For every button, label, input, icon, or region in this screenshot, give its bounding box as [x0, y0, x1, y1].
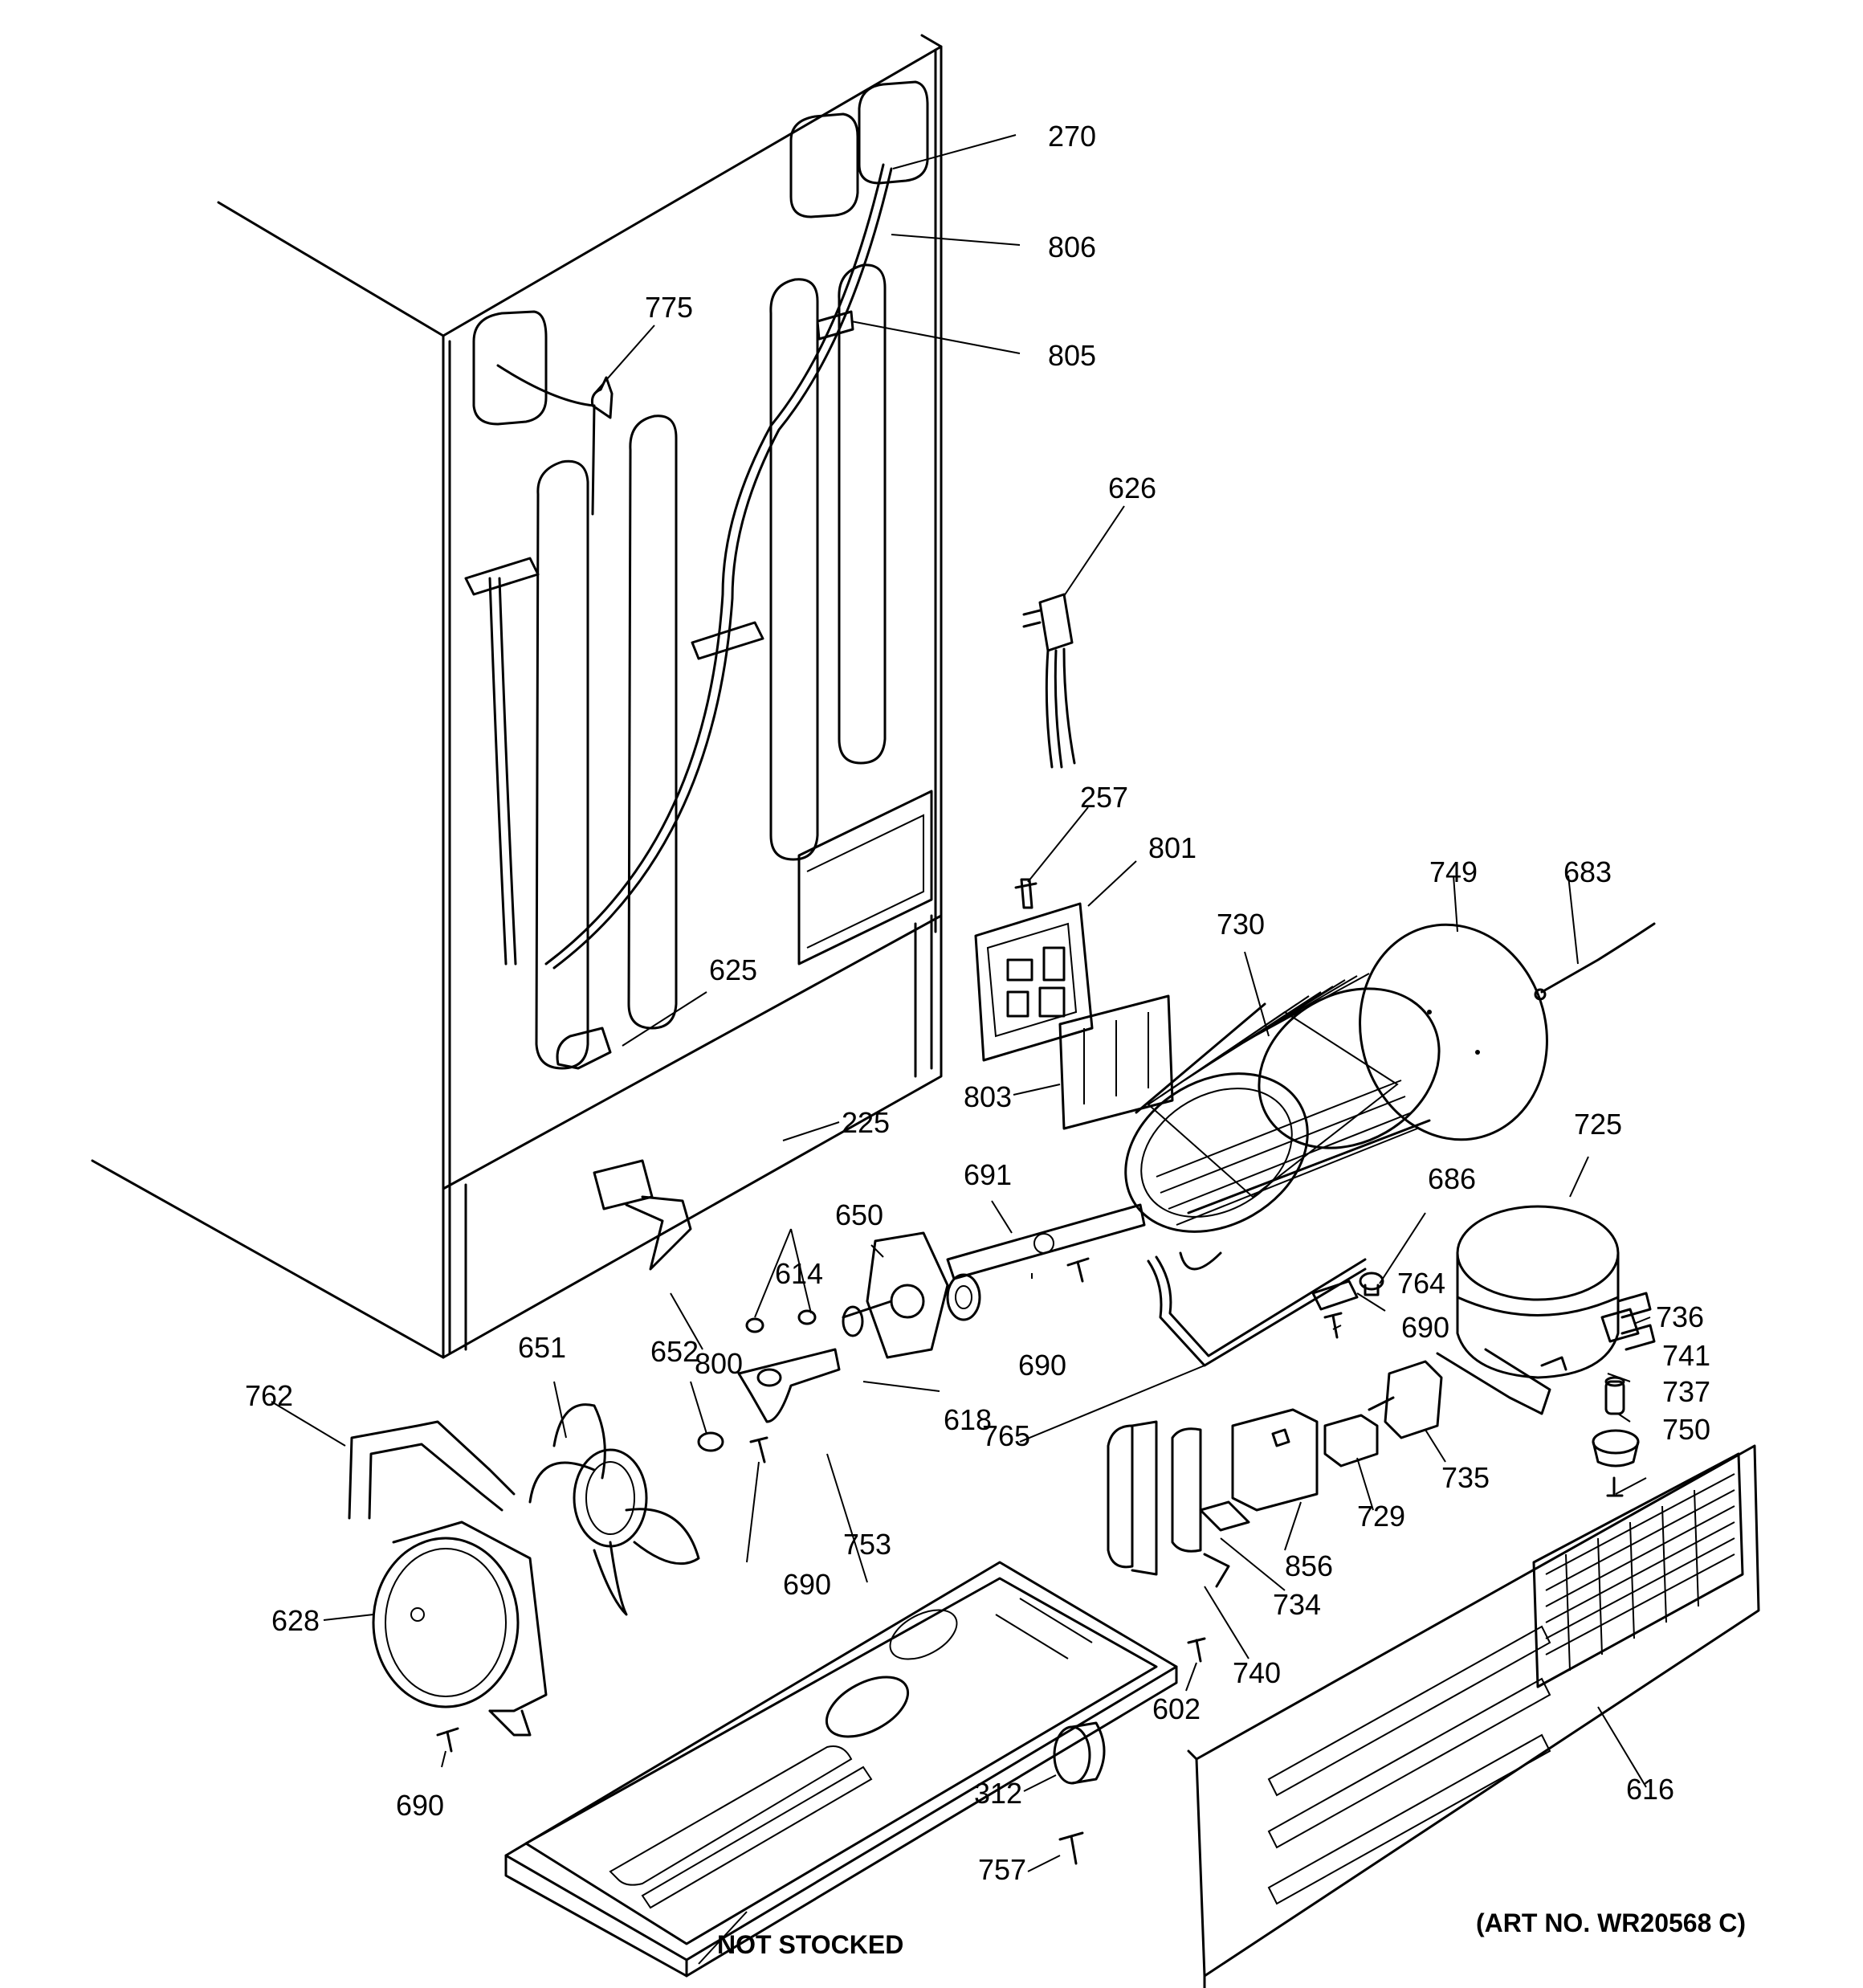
- part-683-cable-tie: [1534, 922, 1656, 1001]
- part-734-insulator: [1199, 1500, 1250, 1532]
- part-651-fan-blade: [528, 1403, 700, 1616]
- label-225: 225: [842, 1106, 890, 1139]
- part-750-pin: [1606, 1476, 1624, 1497]
- label-652: 652: [650, 1335, 699, 1368]
- part-690-screw-b: [749, 1436, 768, 1463]
- label-753: 753: [843, 1528, 891, 1561]
- not-stocked-note: NOT STOCKED: [717, 1930, 903, 1959]
- cabinet-back: [91, 34, 943, 1359]
- part-740-dryer: [1107, 1420, 1230, 1588]
- label-803: 803: [964, 1080, 1012, 1113]
- part-626-connector: [1022, 593, 1076, 769]
- part-614-grommets: [745, 1309, 817, 1333]
- part-602-screw: [1187, 1637, 1206, 1663]
- part-736-fitting: [1600, 1308, 1640, 1343]
- label-312: 312: [974, 1777, 1022, 1810]
- label-686: 686: [1428, 1162, 1476, 1195]
- label-736: 736: [1656, 1300, 1704, 1333]
- part-765-tube: [1147, 1255, 1367, 1367]
- part-652-grommet: [697, 1431, 724, 1452]
- part-762-tube: [348, 1420, 516, 1520]
- part-690-screw-c: [1323, 1312, 1343, 1339]
- leader-lines: [271, 134, 1651, 1965]
- label-683: 683: [1563, 855, 1612, 888]
- part-616-grille: [1187, 1444, 1760, 1988]
- label-801: 801: [1148, 831, 1196, 864]
- art-number: (ART NO. WR20568 C): [1476, 1908, 1746, 1937]
- label-800: 800: [695, 1347, 743, 1380]
- part-729-overload: [1323, 1414, 1379, 1468]
- label-618: 618: [944, 1403, 992, 1436]
- part-800-switch: [593, 1159, 692, 1271]
- part-741-spacer: [1604, 1376, 1625, 1415]
- label-729: 729: [1357, 1500, 1405, 1533]
- label-740: 740: [1233, 1656, 1281, 1689]
- part-691-strap: [946, 1203, 1146, 1280]
- label-757: 757: [978, 1853, 1026, 1886]
- label-741: 741: [1662, 1339, 1710, 1372]
- label-270: 270: [1048, 120, 1096, 153]
- label-690-c: 690: [783, 1568, 831, 1601]
- label-257: 257: [1080, 781, 1128, 814]
- label-691: 691: [964, 1158, 1012, 1191]
- part-312-roller: [1053, 1721, 1106, 1785]
- part-735-relay: [1368, 1360, 1443, 1439]
- part-690-screw-a: [1066, 1257, 1090, 1283]
- label-730: 730: [1217, 908, 1265, 941]
- label-806: 806: [1048, 231, 1096, 263]
- label-765: 765: [982, 1419, 1030, 1452]
- label-749: 749: [1429, 855, 1478, 888]
- part-618-bracket: [842, 1273, 981, 1337]
- label-614: 614: [775, 1257, 823, 1290]
- part-856-relay-cover: [1231, 1408, 1319, 1512]
- label-805: 805: [1048, 339, 1096, 372]
- part-labels: 270 806 775 805 626 257 801 749 683 730 …: [245, 120, 1746, 1959]
- label-650: 650: [835, 1198, 883, 1231]
- label-625: 625: [709, 953, 757, 986]
- part-725-compressor: [1436, 1205, 1656, 1415]
- label-616: 616: [1626, 1773, 1674, 1806]
- part-749-cover-disc: [1359, 923, 1548, 1141]
- label-628: 628: [271, 1604, 320, 1637]
- part-737-grommet: [1592, 1429, 1640, 1468]
- label-764: 764: [1397, 1267, 1445, 1300]
- label-651: 651: [518, 1331, 566, 1364]
- label-690-a: 690: [1401, 1311, 1449, 1344]
- label-856: 856: [1285, 1549, 1333, 1582]
- label-602: 602: [1152, 1692, 1201, 1725]
- label-626: 626: [1108, 471, 1156, 504]
- part-730-condenser-coil: [1124, 973, 1441, 1271]
- part-753-bracket: [737, 1348, 841, 1423]
- label-735: 735: [1441, 1461, 1490, 1494]
- label-737: 737: [1662, 1375, 1710, 1408]
- part-686-grommet: [1359, 1272, 1384, 1296]
- label-690-d: 690: [396, 1789, 444, 1822]
- part-690-screw-d: [436, 1727, 459, 1753]
- part-650-fan-motor: [842, 1231, 949, 1359]
- label-725: 725: [1574, 1108, 1622, 1141]
- label-750: 750: [1662, 1413, 1710, 1446]
- label-775: 775: [645, 291, 693, 324]
- label-690-b: 690: [1018, 1349, 1066, 1382]
- part-757-screw: [1058, 1831, 1084, 1865]
- label-734: 734: [1273, 1588, 1321, 1621]
- part-base-pan: [504, 1561, 1178, 1978]
- part-628-fan-shroud: [372, 1521, 548, 1737]
- label-762: 762: [245, 1379, 293, 1412]
- part-801-control-board: [974, 878, 1174, 1130]
